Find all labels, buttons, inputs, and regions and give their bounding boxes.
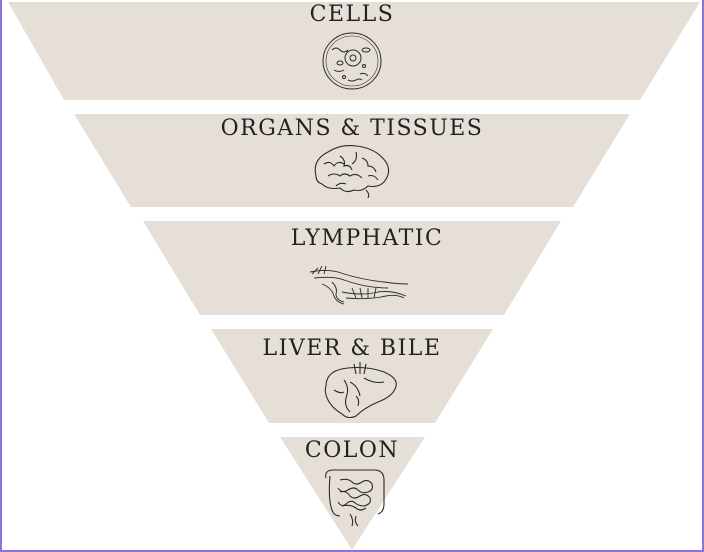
funnel-level-3-band: [143, 221, 561, 315]
funnel-level-3-label: LYMPHATIC: [290, 226, 444, 251]
lymph-vessel-icon: [309, 265, 409, 305]
cell-icon: [322, 32, 382, 90]
funnel-level-2-label: ORGANS & TISSUES: [220, 116, 484, 141]
liver-icon: [324, 362, 397, 418]
funnel-level-4-label: LIVER & BILE: [262, 336, 442, 361]
funnel-level-5-label: COLON: [304, 438, 400, 463]
funnel-level-2-band: [74, 114, 630, 207]
intestine-icon: [325, 469, 385, 527]
brain-icon: [314, 145, 390, 198]
funnel-level-4-band: [211, 329, 493, 423]
funnel-level-5-band: [280, 437, 425, 550]
funnel-level-1-label: CELLS: [309, 2, 395, 27]
funnel-level-1-band: [8, 2, 700, 100]
